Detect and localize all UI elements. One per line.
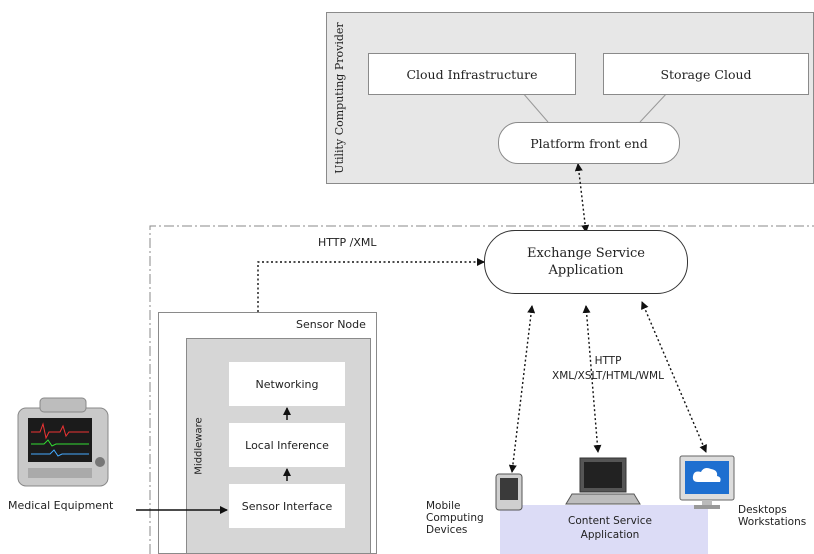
- exchange-service-line1: Exchange Service: [526, 246, 646, 261]
- sensor-region-boundary: [149, 225, 814, 554]
- networking-box: Networking: [229, 362, 345, 406]
- exchange-service-box: Exchange Service Application: [484, 230, 688, 294]
- storage-to-platform-line: [639, 91, 669, 123]
- sensor-interface-box: Sensor Interface: [229, 484, 345, 528]
- desktops-line2: Workstations: [738, 516, 807, 528]
- desktop-icon: [679, 455, 735, 509]
- cloud-to-platform-line: [521, 91, 549, 123]
- exchange-service-line2: Application: [548, 263, 624, 278]
- desktops-label: Desktops Workstations: [738, 504, 806, 528]
- local-inference-box: Local Inference: [229, 423, 345, 467]
- exchange-mobile-arrow: [508, 305, 536, 473]
- sensor-node-label: Sensor Node: [296, 318, 366, 331]
- content-service-line1: Content Service: [568, 515, 652, 527]
- desktops-line1: Desktops: [738, 504, 787, 516]
- cloud-infrastructure-box: Cloud Infrastructure: [368, 53, 576, 95]
- content-service-label: Content Service Application: [540, 514, 680, 542]
- mobile-device-icon: [495, 473, 523, 511]
- medical-equipment-label: Medical Equipment: [8, 499, 114, 512]
- mobile-line2: Computing: [426, 512, 484, 524]
- content-service-panel: [500, 505, 708, 554]
- http-label: HTTP: [594, 355, 622, 367]
- mobile-devices-label: Mobile Computing Devices: [426, 500, 484, 536]
- mobile-line1: Mobile: [426, 500, 461, 512]
- laptop-icon: [565, 457, 641, 505]
- http-xml-label: HTTP /XML: [318, 236, 377, 249]
- platform-front-end-box: Platform front end: [498, 122, 680, 164]
- exchange-desktop-arrow: [641, 301, 707, 453]
- storage-cloud-box: Storage Cloud: [603, 53, 809, 95]
- mobile-line3: Devices: [426, 524, 468, 536]
- exchange-laptop-arrow: [582, 305, 602, 453]
- formats-label: XML/XSLT/HTML/WML: [552, 370, 664, 382]
- content-service-line2: Application: [580, 529, 640, 541]
